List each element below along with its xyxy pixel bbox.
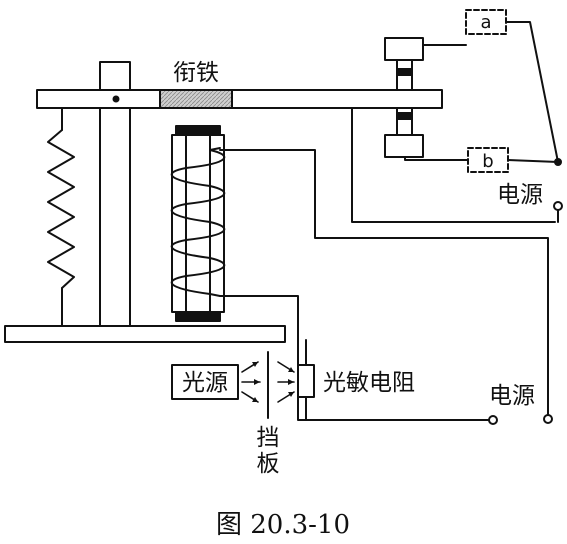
figure-caption: 图 20.3-10 bbox=[216, 510, 350, 540]
baffle-label-1: 挡 bbox=[257, 425, 280, 451]
wire-a-return bbox=[505, 21, 559, 163]
wire-lever-to-power bbox=[351, 107, 556, 223]
armature-label: 衔铁 bbox=[173, 60, 219, 86]
power-bottom-terminal-1 bbox=[488, 415, 498, 425]
power-bottom-terminal-2 bbox=[543, 414, 553, 424]
load-b-box bbox=[467, 147, 509, 173]
spring bbox=[47, 107, 75, 327]
power-top-terminal-2 bbox=[553, 201, 563, 211]
lower-contact bbox=[384, 107, 469, 161]
base-plate bbox=[4, 325, 286, 343]
armature-block bbox=[159, 89, 233, 109]
power-top-terminal-1 bbox=[554, 158, 562, 166]
coil-wire-bottom bbox=[219, 295, 490, 421]
pivot-point bbox=[112, 95, 120, 103]
photoresistor-label: 光敏电阻 bbox=[323, 370, 415, 396]
wire-b-return bbox=[507, 159, 559, 163]
load-b-label: b bbox=[482, 151, 493, 172]
power-bottom-label: 电源 bbox=[489, 383, 535, 409]
photoresistor-box bbox=[297, 364, 315, 398]
power-top-label: 电源 bbox=[497, 182, 543, 208]
lever-arm bbox=[36, 89, 443, 109]
pivot-post bbox=[99, 107, 131, 327]
pivot-post-top bbox=[99, 61, 131, 91]
upper-contact bbox=[384, 37, 467, 91]
electromagnet bbox=[170, 125, 226, 322]
load-a-label: a bbox=[480, 12, 491, 33]
light-source-label: 光源 bbox=[182, 370, 228, 396]
load-a-box bbox=[465, 9, 507, 35]
baffle-label-2: 板 bbox=[257, 451, 280, 477]
light-source-box bbox=[171, 364, 239, 400]
coil-wire-top bbox=[219, 149, 549, 416]
